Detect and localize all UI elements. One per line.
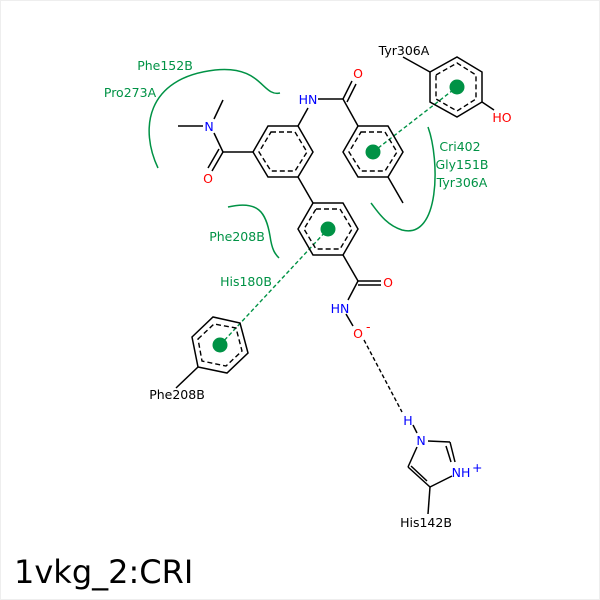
residue-label-his180b: His180B [220,274,272,289]
residue-label-tyr306a-top: Tyr306A [378,43,430,58]
residue-label-phe208b: Phe208B [149,387,205,402]
atom-o-lower: O [383,275,393,290]
residue-label-gly151b: Gly151B [436,157,489,172]
pi-centroid-ring-b [365,144,381,160]
residue-label-phe208b-green: Phe208B [209,229,265,244]
pi-centroid-tyr306a [449,79,465,95]
atom-h-his: H [403,413,412,428]
atom-nh-his: NH [452,465,471,480]
atom-o-top: O [353,66,363,81]
hydrophobic-arc-phe152b-pro273a [148,68,281,169]
residue-label-phe152b: Phe152B [137,58,193,73]
pi-stacking-line-tyr306a [372,86,458,153]
residue-label-tyr306a-right: Tyr306A [436,175,488,190]
atom-o-amide: O [203,171,213,186]
atom-hn-top: HN [299,92,318,107]
atom-hn-lower: HN [331,301,350,316]
charge-minus: - [366,319,371,334]
residue-label-cri402: Cri402 [439,139,480,154]
atom-o-minus: O [353,326,363,341]
hydrophobic-arc-cri402 [370,126,436,232]
ring-a [252,125,314,178]
pi-centroid-ring-c [320,221,336,237]
atom-ho: HO [492,110,511,125]
atom-n-his: N [416,433,425,448]
residue-label-his142b: His142B [400,515,452,530]
bonds [175,56,495,515]
hydrophobic-arc-phe208b [227,204,280,259]
pi-centroid-phe208b [212,337,228,353]
diagram-title: 1vkg_2:CRI [14,553,193,591]
hydrogen-bond-line [363,339,403,413]
atom-n-amide: N [204,119,213,134]
residue-label-pro273a: Pro273A [104,85,157,100]
charge-plus: + [472,460,482,475]
